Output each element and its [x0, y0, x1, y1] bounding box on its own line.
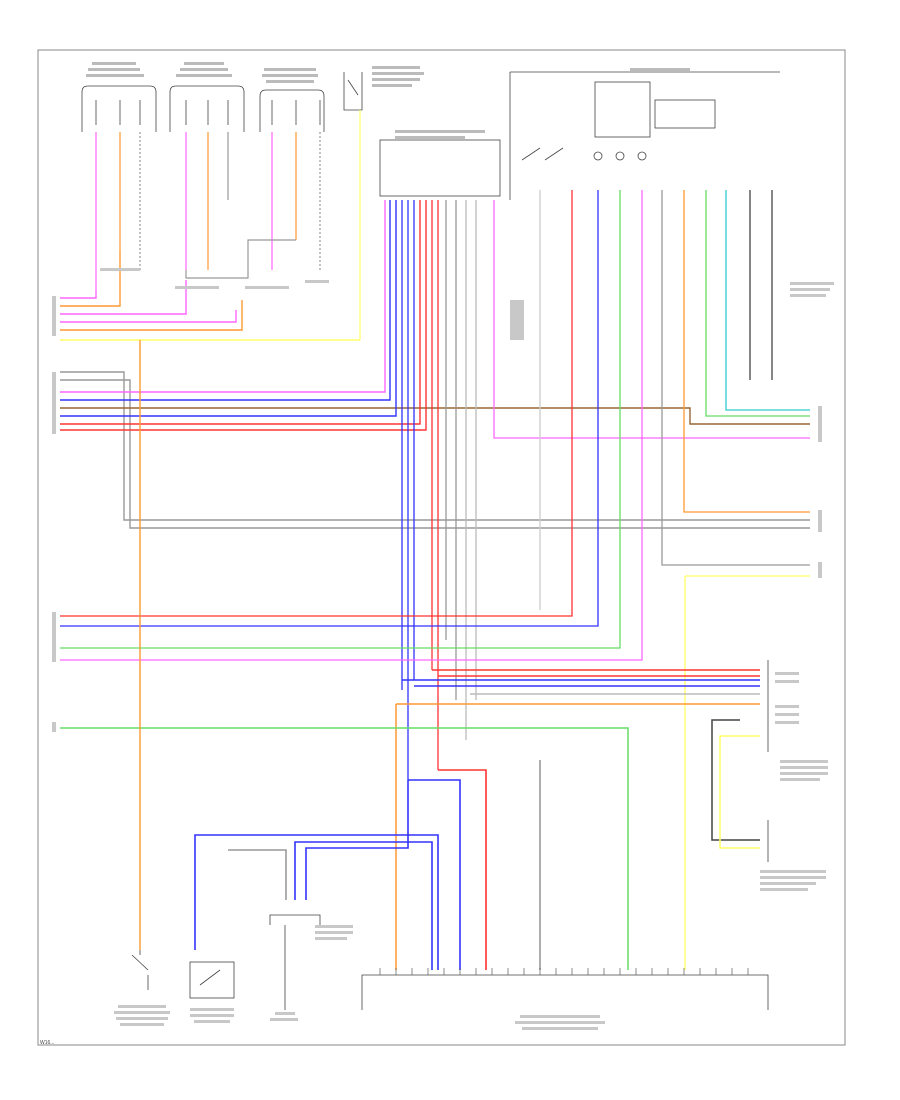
label-blocks — [52, 268, 834, 1030]
bottom-mid-connector — [269, 914, 321, 1010]
center-module — [379, 130, 501, 197]
middle-harness — [60, 200, 810, 529]
relay-label — [630, 68, 690, 71]
relay-block — [509, 71, 780, 200]
diagram-frame — [37, 49, 846, 1046]
top-vertical-wires — [95, 110, 361, 340]
switch-block-2 — [169, 85, 245, 132]
switch-block-4 — [343, 72, 363, 111]
switch-block-1 — [81, 85, 157, 132]
right-harness — [60, 669, 760, 970]
bottom-left-switch — [131, 950, 149, 990]
center-verticals — [401, 200, 810, 780]
figure-code: W16... — [40, 1040, 55, 1046]
bottom-relay-box — [189, 961, 235, 999]
upper-left-harness — [60, 250, 360, 341]
module-pins — [379, 968, 749, 975]
top-labels — [86, 62, 424, 87]
right-verticals — [60, 190, 810, 970]
switch-block-3 — [259, 89, 325, 132]
bottom-blue-loop — [194, 760, 541, 970]
bottom-control-module — [361, 974, 769, 1010]
